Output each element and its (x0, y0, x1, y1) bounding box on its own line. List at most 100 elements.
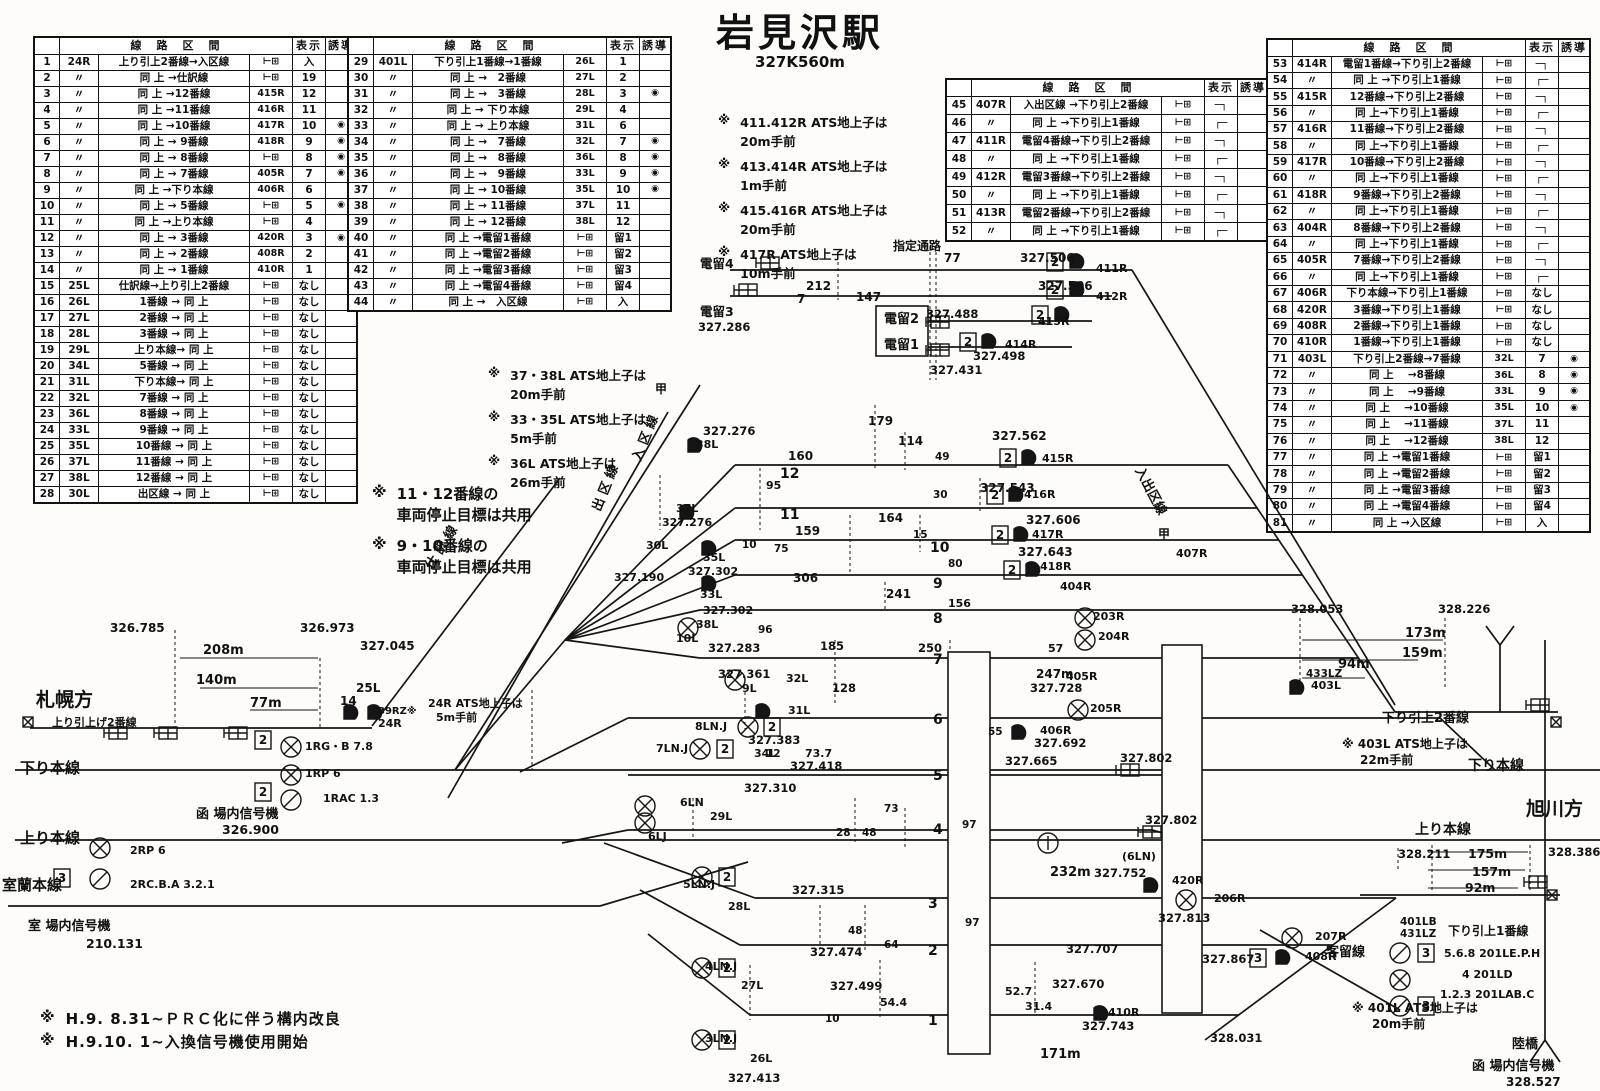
display: 11 (606, 197, 640, 215)
diagram-label: 328.031 (1210, 1031, 1262, 1045)
display: ┌─ (1525, 104, 1559, 123)
diagram-label: 416R (1024, 488, 1056, 501)
route-row: 7〃同 上 → 8番線⊢⊞8◉ (33, 149, 358, 167)
diagram-label: 157m (1472, 864, 1511, 879)
note-mark: ※ (488, 453, 501, 468)
display: 12 (1525, 432, 1559, 450)
svg-text:2: 2 (721, 742, 729, 756)
diagram-label: 327.474 (810, 945, 862, 959)
note-item: ※11・12番線の車両停止目標は共用 (372, 483, 532, 525)
route-row: 46〃同 上 →下り引上1番線⊢⊞┌─ (945, 113, 1270, 133)
diagram-label: 77m (250, 696, 282, 711)
diagram-label: 出 区 線 (589, 462, 622, 513)
diagram-label: 411R (1096, 262, 1128, 275)
diagram-label: 室蘭本線 (2, 876, 62, 894)
shunt-signal-icon (1069, 281, 1085, 297)
note-item: ※H.9. 8.31~ＰＲＣ化に伴う構内改良 (40, 1008, 341, 1029)
svg-text:3: 3 (1422, 946, 1430, 960)
aspect-or-lever: ⊢⊞ (1482, 514, 1526, 533)
diagram-label: 3LN.J (705, 1032, 737, 1045)
diagram-label: 旭川方 (1525, 797, 1583, 820)
display: 9 (1525, 383, 1559, 401)
diagram-label: 24R ATS地上子は (428, 696, 523, 710)
lever-number-box: 2 (716, 739, 734, 759)
diagram-label: 1RAC 1.3 (323, 792, 379, 805)
diagram-label: 電留4 (700, 256, 734, 271)
diagram-label: 407R (1176, 547, 1208, 560)
diagram-label: 247m (1036, 667, 1074, 681)
signal-icon (634, 795, 656, 817)
diagram-label: 206R (1214, 892, 1246, 905)
diagram-label: 179 (868, 414, 893, 428)
diagram-label: 327.413 (728, 1071, 780, 1085)
shunt-signal-icon (701, 540, 717, 556)
header-route: 線 路 区 間 (373, 36, 607, 55)
diagram-label: 431LZ (1400, 928, 1437, 940)
diagram-label: 175m (1468, 846, 1507, 861)
diagram-label: 下り引上2番線 (1382, 710, 1470, 726)
route-code: 30L (59, 485, 99, 504)
route-section: 同 上 →電留4番線 (1331, 498, 1483, 516)
diagram-label: 10 (930, 540, 950, 556)
track-circuit-icon (1525, 698, 1550, 712)
diagram-label: 仕 訳 線 (421, 522, 461, 573)
overpass-band (947, 651, 991, 1055)
diagram-label: 15 (913, 529, 928, 541)
route-row: 40〃同 上 →電留1番線⊢⊞留1 (347, 229, 672, 247)
lever-number-box: 3 (1417, 943, 1435, 963)
diagram-label: 327.802 (1120, 751, 1172, 765)
diagram-label: 326.973 (300, 621, 355, 635)
route-row: 48〃同 上 →下り引上1番線⊢⊞┌─ (945, 149, 1270, 169)
signal-icon (89, 868, 111, 890)
shunt-signal-icon (679, 504, 695, 520)
signal-icon (1389, 942, 1411, 964)
diagram-label: 327.813 (1158, 911, 1210, 925)
diagram-label: 64 (884, 939, 899, 951)
note-mark: ※ (718, 112, 731, 127)
route-row: 43〃同 上 →電留4番線⊢⊞留4 (347, 277, 672, 295)
diagram-label: 12 (780, 466, 799, 482)
diagram-label: 405R (1066, 670, 1098, 683)
diagram-label: 11 (780, 507, 799, 523)
diagram-label: 33L (700, 588, 722, 601)
display: なし (292, 469, 326, 487)
route-code: 〃 (373, 277, 413, 295)
lever-number-box: 3 (53, 868, 71, 888)
diagram-label: 327.665 (1005, 754, 1057, 768)
shunt-signal-icon (1011, 724, 1027, 740)
diagram-label: 1 (928, 1013, 938, 1029)
aspect-or-lever: ⊢⊞ (563, 293, 607, 312)
diagram-label: 327.310 (744, 781, 796, 795)
diagram-label: 2RC.B.A 3.2.1 (130, 878, 215, 891)
svg-text:2: 2 (723, 1033, 731, 1047)
diagram-label: 327.302 (688, 565, 738, 578)
diagram-label: 147 (856, 290, 881, 304)
diagram-label: 75 (774, 543, 789, 555)
diagram-label: 96 (758, 624, 773, 636)
track-circuit-icon (925, 343, 950, 357)
lever-number-box: 2 (986, 485, 1004, 505)
diagram-label: 6LN (680, 796, 704, 809)
diagram-label: 327.190 (614, 571, 664, 584)
diagram-label: 156 (948, 597, 971, 610)
diagram-label: 25L (356, 681, 381, 695)
diagram-label: 29L (710, 810, 732, 823)
diagram-label: 327.045 (360, 639, 415, 653)
diagram-label: 327.383 (748, 733, 800, 747)
note-mark: ※ (372, 535, 387, 553)
svg-text:2: 2 (1051, 255, 1059, 269)
diagram-label: 上り本線 (1415, 821, 1471, 838)
track-line (454, 639, 566, 771)
diagram-label: 函 場内信号機 (196, 806, 279, 822)
diagram-label: 陸橋 (1512, 1036, 1539, 1052)
